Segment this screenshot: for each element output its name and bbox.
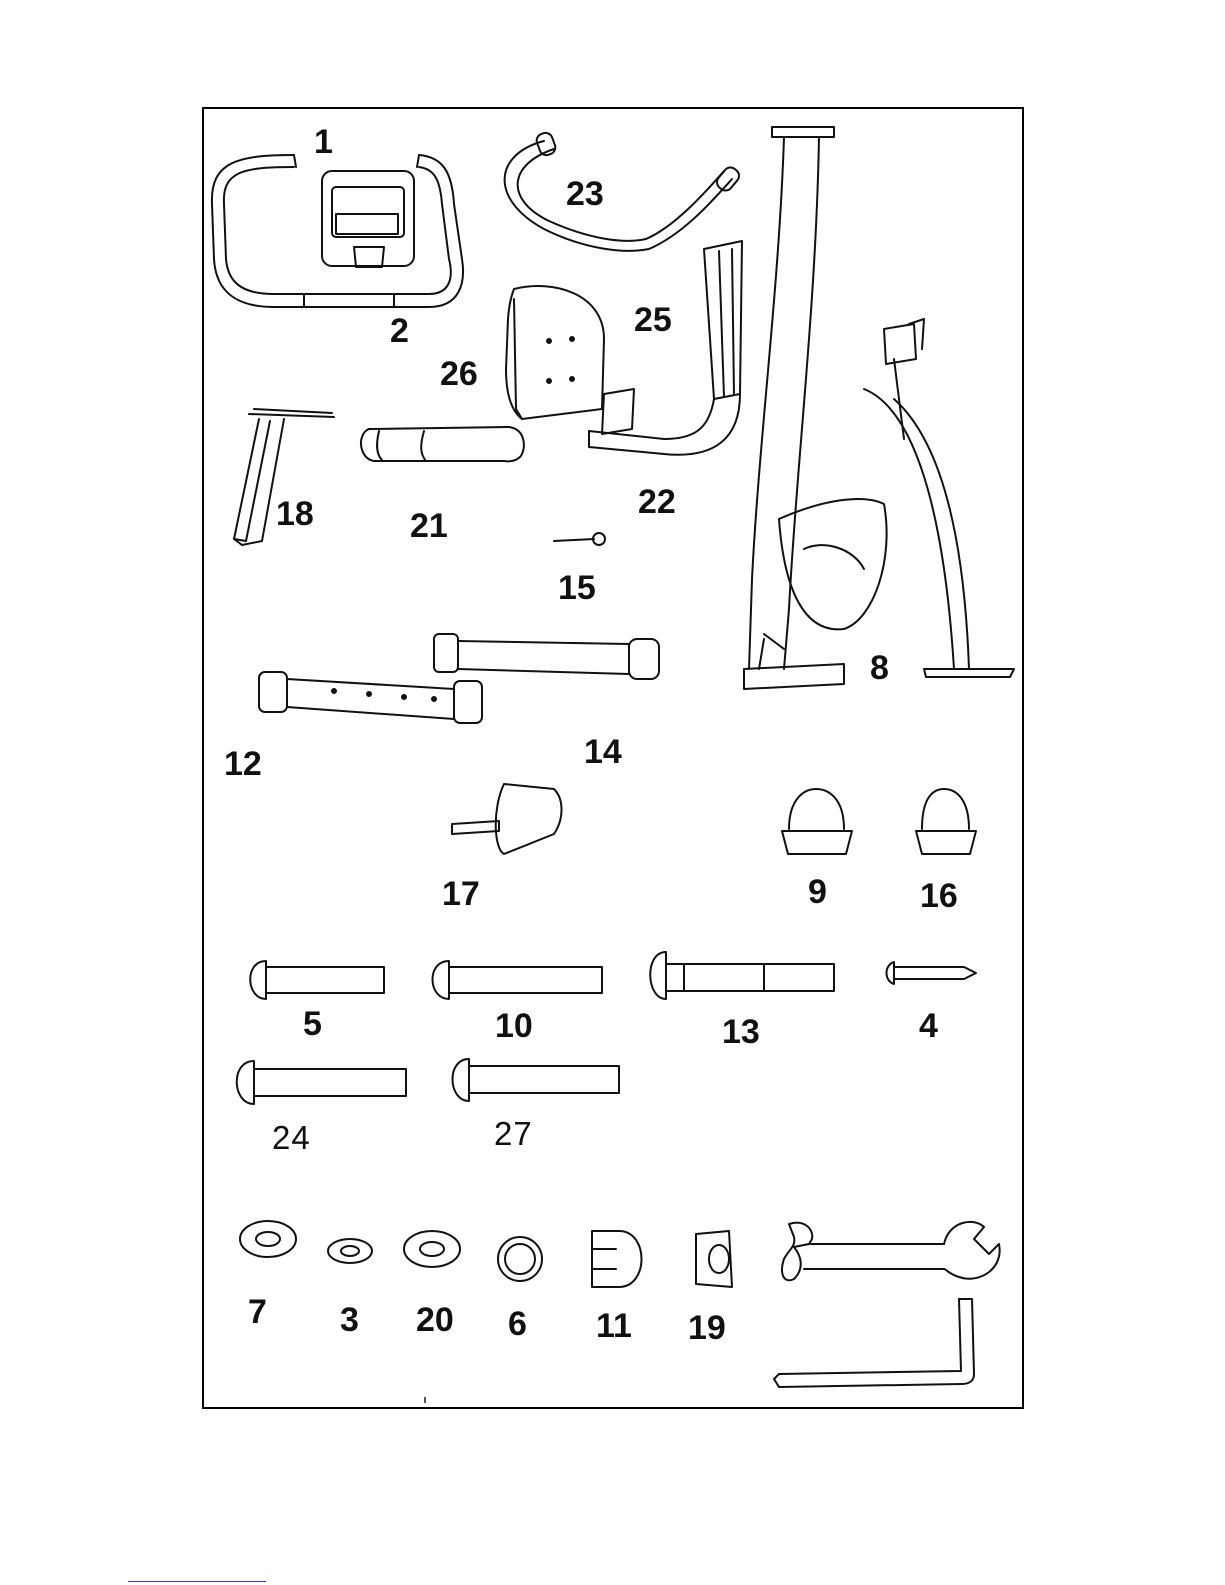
part-label-20: 20 (416, 1303, 454, 1337)
handlebar-23-icon (505, 131, 742, 251)
part-label-12: 12 (224, 747, 262, 781)
backrest-bracket-icon (589, 241, 742, 455)
pedal-left-icon (782, 789, 852, 854)
stabilizer-14-icon (434, 634, 659, 679)
part-label-27: 27 (494, 1117, 533, 1150)
part-label-23: 23 (566, 177, 604, 211)
footer-rule (128, 1581, 266, 1582)
backrest-icon (506, 286, 604, 419)
allen-key-icon (774, 1299, 974, 1387)
part-label-19: 19 (688, 1311, 726, 1345)
spring-washer-icon (498, 1237, 542, 1281)
handlebar-console-icon (212, 155, 463, 307)
part-label-8: 8 (870, 651, 889, 685)
bolt-27-icon (452, 1059, 619, 1101)
part-label-18: 18 (276, 497, 314, 531)
scan-mark (424, 1397, 426, 1403)
part-label-22: 22 (638, 485, 676, 519)
part-label-6: 6 (508, 1307, 527, 1341)
part-label-3: 3 (340, 1303, 359, 1337)
part-label-25: 25 (634, 303, 672, 337)
bolt-13-icon (650, 952, 834, 999)
part-label-15: 15 (558, 571, 596, 605)
washer-3-icon (328, 1239, 372, 1263)
wrench-icon (782, 1222, 1000, 1280)
parts-diagram-frame: 1 2 23 26 25 22 18 21 15 8 12 14 17 9 16… (202, 107, 1024, 1409)
part-label-1: 1 (314, 125, 333, 159)
part-label-21: 21 (410, 509, 448, 543)
part-label-7: 7 (248, 1295, 267, 1329)
bolt-10-icon (432, 961, 602, 999)
part-label-14: 14 (584, 735, 622, 769)
nut-icon (696, 1231, 732, 1287)
part-label-2: 2 (390, 314, 409, 348)
bolt-24-icon (237, 1061, 406, 1104)
part-label-26: 26 (440, 357, 478, 391)
knob-icon (452, 784, 562, 854)
part-label-9: 9 (808, 875, 827, 909)
washer-7-icon (240, 1221, 296, 1257)
cap-nut-icon (592, 1231, 642, 1287)
seat-cushion-icon (361, 427, 524, 461)
part-label-4: 4 (919, 1009, 938, 1043)
part-label-17: 17 (442, 877, 480, 911)
bolt-5-icon (250, 961, 384, 999)
part-label-5: 5 (303, 1007, 322, 1041)
part-label-10: 10 (495, 1009, 533, 1043)
washer-20-icon (404, 1231, 460, 1267)
part-label-24: 24 (272, 1121, 311, 1154)
part-label-11: 11 (596, 1309, 632, 1343)
pin-icon (554, 533, 605, 545)
stabilizer-12-icon (259, 672, 482, 723)
pedal-right-icon (916, 789, 976, 854)
part-label-16: 16 (920, 879, 958, 913)
part-label-13: 13 (722, 1015, 760, 1049)
screw-4-icon (887, 962, 977, 984)
main-frame-icon (744, 127, 1014, 689)
